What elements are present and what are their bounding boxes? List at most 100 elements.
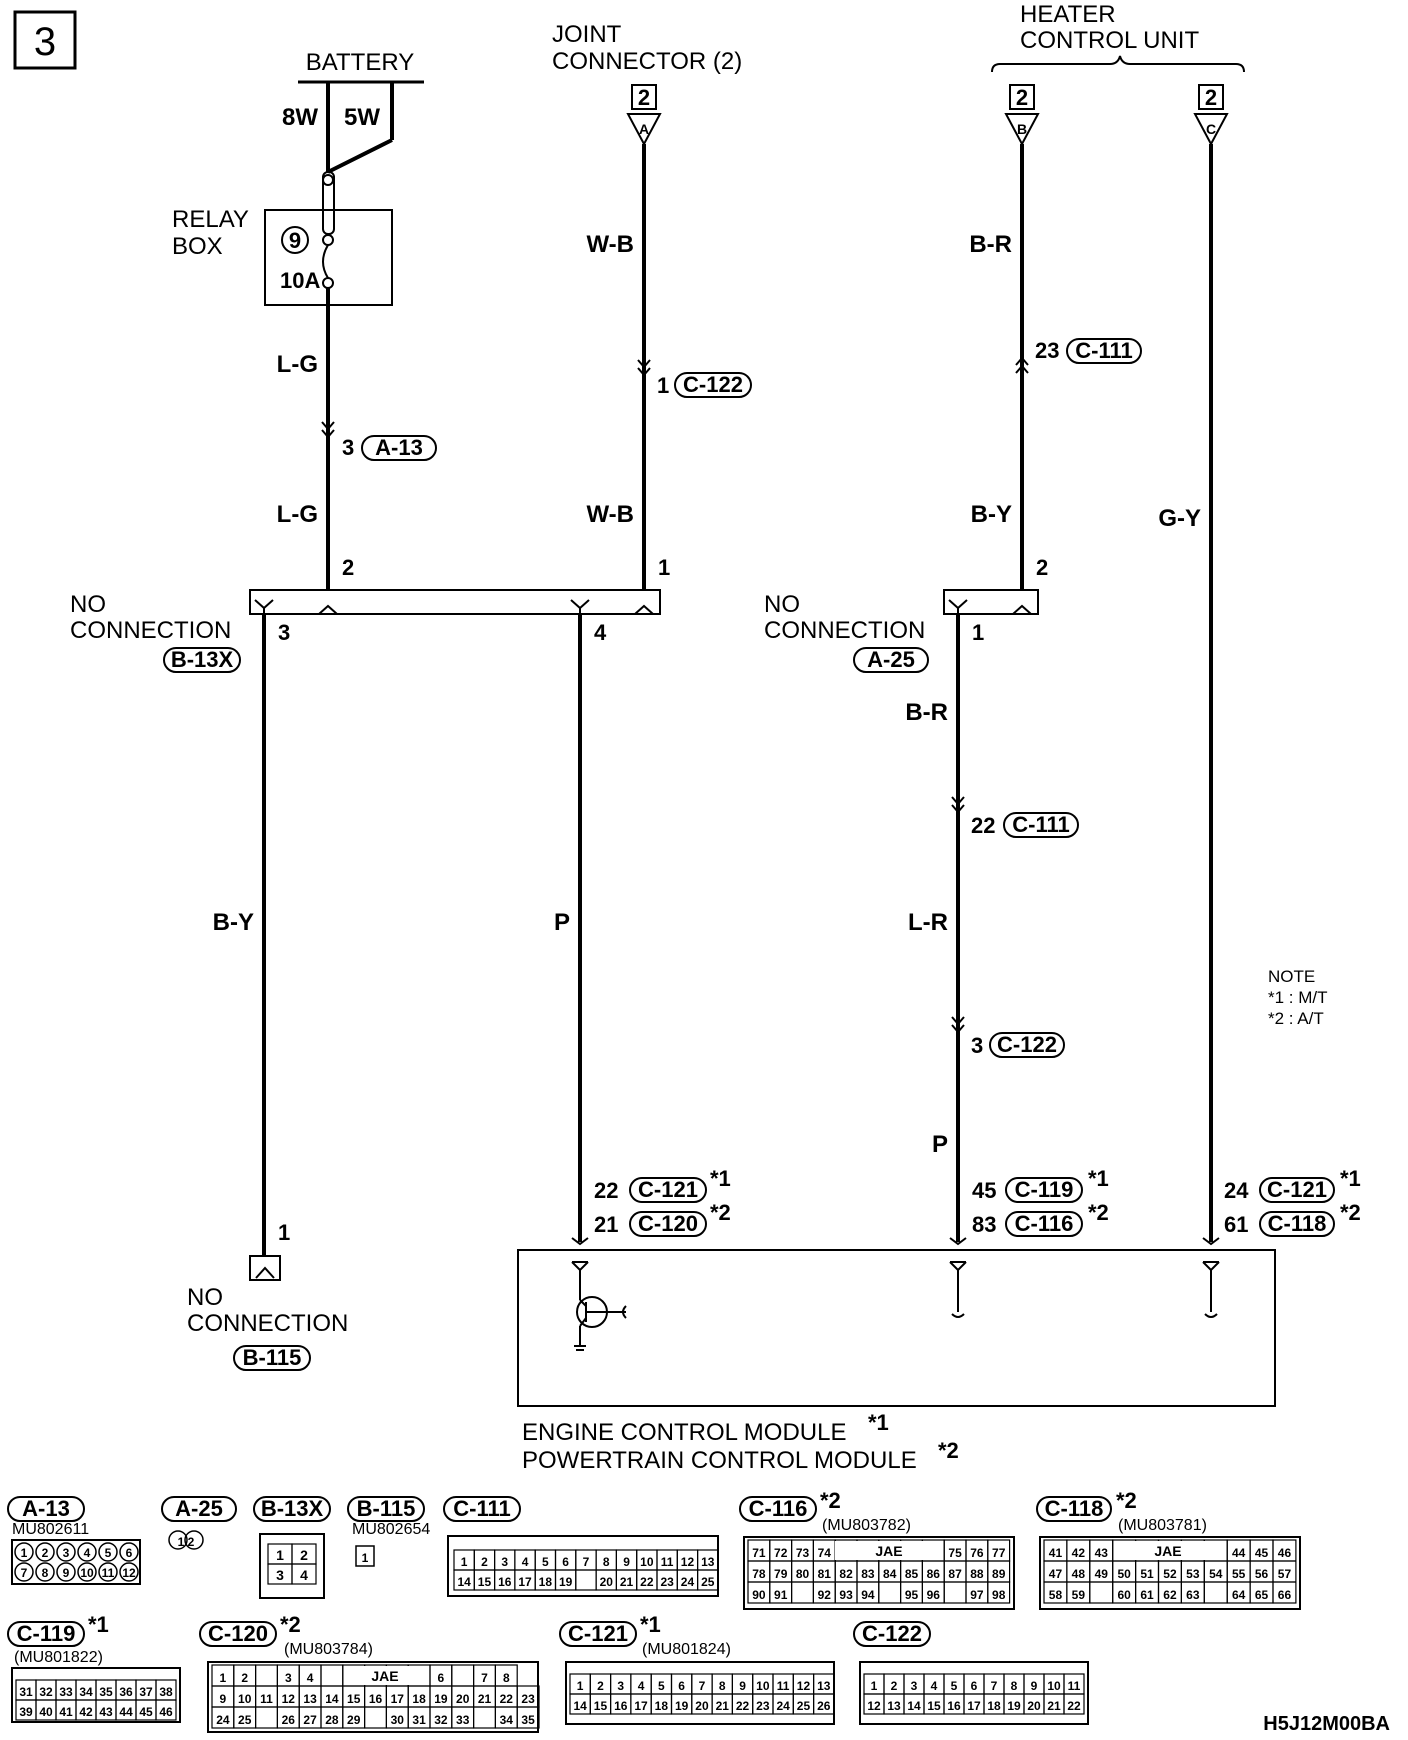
battery: BATTERY 8W 5W bbox=[282, 49, 424, 174]
conn-c121-star: *1 bbox=[640, 1612, 661, 1637]
heater-control-unit: HEATER CONTROL UNIT 2 B 2 C bbox=[991, 1, 1245, 147]
conn-c122-pin: 1 bbox=[871, 1679, 878, 1693]
diagram-code: H5J12M00BA bbox=[1263, 1713, 1390, 1735]
conn-a13-pin: 6 bbox=[126, 1546, 133, 1560]
conn-a13-pin: 12 bbox=[122, 1566, 136, 1580]
conn-a13-pin: 5 bbox=[105, 1546, 112, 1560]
conn-a13-pin-circle bbox=[119, 1542, 139, 1562]
conn-c118-star: *2 bbox=[1116, 1488, 1137, 1513]
conn-c120-pin: 13 bbox=[303, 1692, 317, 1706]
conn-c116-pin: 86 bbox=[927, 1567, 941, 1581]
conn-c111-pin: 3 bbox=[501, 1555, 508, 1569]
conn-c111-cell bbox=[696, 1569, 719, 1591]
conn-c122-pin: 5 bbox=[951, 1679, 958, 1693]
conn-c116-pin: 82 bbox=[839, 1567, 853, 1581]
conn-c111-pin: 13 bbox=[701, 1555, 715, 1569]
conn-a13-pin-circle bbox=[98, 1542, 118, 1562]
splice-left-pin-3: 3 bbox=[278, 620, 290, 645]
conn-a13-pin: 2 bbox=[42, 1546, 49, 1560]
conn-c116-pin: 94 bbox=[861, 1588, 875, 1602]
c111-low-junction: C-111 bbox=[1012, 812, 1070, 837]
c122-top-pin: 1 bbox=[657, 373, 669, 398]
conn-c121-pin: 21 bbox=[716, 1699, 730, 1713]
conn-c118-part: (MU803781) bbox=[1118, 1517, 1207, 1534]
conn-c118-pin: 60 bbox=[1117, 1588, 1131, 1602]
wire-lr-label: L-R bbox=[908, 909, 948, 936]
conn-c116-pin: 77 bbox=[992, 1546, 1006, 1560]
relay-box-label-1: RELAY bbox=[172, 206, 249, 233]
conn-c120-pin: 24 bbox=[216, 1713, 230, 1727]
conn-c121-pin: 10 bbox=[756, 1679, 770, 1693]
conn-c116-pin: 71 bbox=[752, 1546, 766, 1560]
ecm-right-star-1: *1 bbox=[1340, 1166, 1361, 1191]
conn-c122-pin: 19 bbox=[1007, 1699, 1021, 1713]
conn-c116-pin: 98 bbox=[992, 1588, 1006, 1602]
conn-c122-pin: 18 bbox=[987, 1699, 1001, 1713]
conn-c119-pin: 32 bbox=[39, 1685, 53, 1699]
conn-c120-pin: 17 bbox=[391, 1692, 405, 1706]
conn-c118-pin: 66 bbox=[1278, 1588, 1292, 1602]
conn-c120-pin: 6 bbox=[438, 1671, 445, 1685]
conn-c119-pin: 38 bbox=[159, 1685, 173, 1699]
conn-a13-pin: 9 bbox=[63, 1566, 70, 1580]
conn-c116-pin: 88 bbox=[970, 1567, 984, 1581]
conn-c120-pin: 32 bbox=[434, 1713, 448, 1727]
conn-c122-name: C-122 bbox=[862, 1621, 922, 1646]
conn-c121-pin: 12 bbox=[797, 1679, 811, 1693]
conn-c118-pin: 59 bbox=[1072, 1588, 1086, 1602]
ecm-left-pin-2: 21 bbox=[594, 1212, 618, 1237]
conn-a13-pin: 4 bbox=[84, 1546, 91, 1560]
conn-c111-pin: 14 bbox=[457, 1575, 471, 1589]
joint-connector: JOINT CONNECTOR (2) 2 A bbox=[552, 21, 742, 147]
conn-c118-pin: 58 bbox=[1049, 1588, 1063, 1602]
splice-right-pin-1: 1 bbox=[972, 620, 984, 645]
conn-a25-pins: 1 2 bbox=[178, 1535, 195, 1549]
conn-c120-pin: 18 bbox=[412, 1692, 426, 1706]
wire-wb-upper: W-B bbox=[587, 231, 635, 258]
conn-c120-cell bbox=[320, 1664, 344, 1687]
conn-c111-pin: 7 bbox=[583, 1555, 590, 1569]
hcu-pin-c-no: 2 bbox=[1205, 85, 1217, 110]
conn-a25-pill bbox=[161, 1496, 237, 1522]
conn-c121-pin: 15 bbox=[594, 1699, 608, 1713]
conn-c120-pin: 7 bbox=[481, 1671, 488, 1685]
ecm-right-star-2: *2 bbox=[1340, 1200, 1361, 1225]
ecm-mid-pin-1: 45 bbox=[972, 1178, 996, 1203]
conn-c118-pin: 61 bbox=[1140, 1588, 1154, 1602]
conn-c120-pin: 28 bbox=[325, 1713, 339, 1727]
conn-c119-pin: 35 bbox=[99, 1685, 113, 1699]
ecm-star-2: *2 bbox=[938, 1438, 959, 1463]
conn-c116-pin: 78 bbox=[752, 1567, 766, 1581]
conn-c122-pin: 17 bbox=[967, 1699, 981, 1713]
conn-c111-pin: 19 bbox=[559, 1575, 573, 1589]
conn-a13-pin-circle bbox=[98, 1562, 118, 1582]
conn-c119-pin: 33 bbox=[59, 1685, 73, 1699]
conn-c122-pin: 15 bbox=[927, 1699, 941, 1713]
ecm-right-pin-2: 61 bbox=[1224, 1212, 1248, 1237]
wire-5w: 5W bbox=[344, 104, 380, 131]
conn-c121-pin: 3 bbox=[617, 1679, 624, 1693]
conn-c116-pin: 79 bbox=[774, 1567, 788, 1581]
conn-c122-pin: 6 bbox=[971, 1679, 978, 1693]
conn-c122-pin: 7 bbox=[991, 1679, 998, 1693]
conn-c120-cell bbox=[451, 1664, 475, 1687]
conn-b115-pin: 1 bbox=[362, 1551, 369, 1565]
conn-c122-pill bbox=[853, 1621, 931, 1647]
hcu-label-2: CONTROL UNIT bbox=[1020, 27, 1199, 54]
splice-right-label-1: NO bbox=[764, 591, 800, 618]
conn-c116-pin: 73 bbox=[796, 1546, 810, 1560]
conn-c111-pin: 11 bbox=[661, 1555, 674, 1569]
splice-right-connector: A-25 bbox=[867, 647, 915, 672]
conn-c120-cell bbox=[255, 1706, 279, 1729]
conn-c121-pin: 6 bbox=[678, 1679, 685, 1693]
joint-connector-pin: 2 bbox=[638, 85, 650, 110]
fuse-number: 9 bbox=[289, 228, 301, 253]
conn-c122-pin: 22 bbox=[1067, 1699, 1081, 1713]
conn-c121-name: C-121 bbox=[568, 1621, 628, 1646]
b115-label-1: NO bbox=[187, 1284, 223, 1311]
conn-c118-cell bbox=[1089, 1581, 1114, 1604]
conn-c121-pin: 8 bbox=[719, 1679, 726, 1693]
conn-a13-pin-circle bbox=[35, 1562, 55, 1582]
conn-c122-pin: 21 bbox=[1047, 1699, 1061, 1713]
